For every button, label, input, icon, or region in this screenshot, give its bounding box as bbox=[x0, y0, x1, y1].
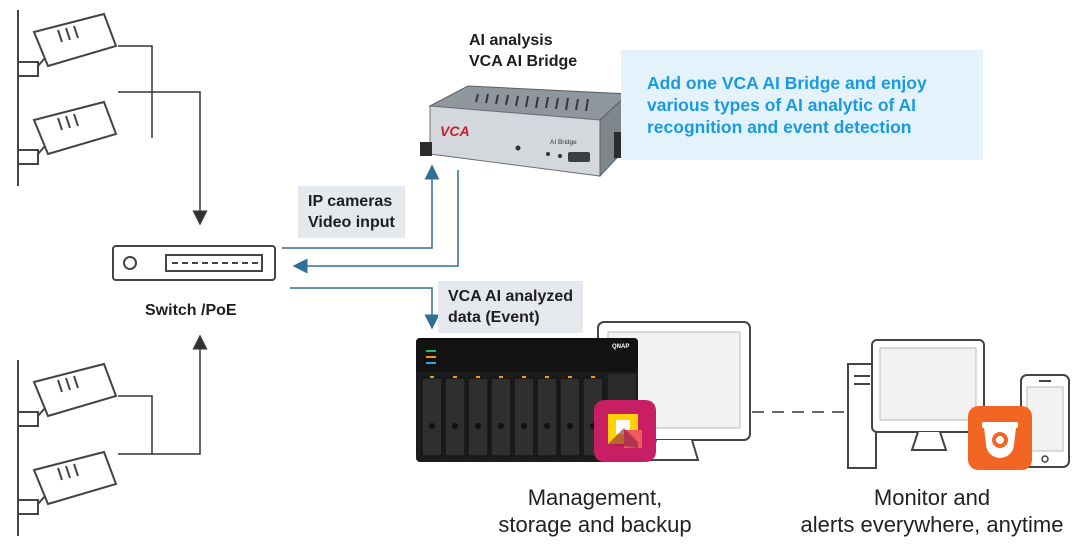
monitor-caption-line2: alerts everywhere, anytime bbox=[800, 512, 1064, 537]
vca-ai-bridge-device: AI Bridge VCA bbox=[420, 85, 632, 178]
video-input-label: IP cameras Video input bbox=[298, 186, 405, 238]
bridge-model-label: AI Bridge bbox=[550, 139, 577, 146]
monitor-caption: Monitor and alerts everywhere, anytime bbox=[782, 484, 1082, 538]
switch-poe-icon bbox=[112, 245, 276, 281]
bottom-cameras-connector bbox=[118, 395, 153, 455]
bottom-cameras-connector-2 bbox=[152, 334, 208, 455]
surveillance-app-icon bbox=[968, 406, 1032, 470]
qnap-brand-text: QNAP bbox=[612, 344, 629, 350]
vca-logo-text: VCA bbox=[440, 123, 470, 139]
management-caption-line1: Management, bbox=[527, 485, 663, 510]
top-cameras-connector-2 bbox=[118, 91, 208, 226]
analyzed-data-arrow bbox=[290, 287, 440, 330]
monitor-caption-line1: Monitor and bbox=[873, 485, 991, 510]
desktop-pc-icon bbox=[847, 339, 985, 469]
callout-line3: recognition and event detection bbox=[647, 117, 912, 137]
qnap-nas-device: QNAP bbox=[416, 338, 638, 462]
video-input-text: Video input bbox=[308, 214, 395, 231]
top-cameras-connector bbox=[118, 45, 153, 138]
callout-line1: Add one VCA AI Bridge and enjoy bbox=[647, 73, 927, 93]
qvr-app-icon bbox=[594, 400, 656, 462]
bridge-return-arrow bbox=[292, 170, 459, 274]
video-input-arrow bbox=[282, 164, 440, 249]
analyzed-text: VCA AI analyzed bbox=[448, 288, 574, 305]
event-data-text: data (Event) bbox=[448, 309, 540, 326]
ip-camera-icon bbox=[17, 98, 118, 186]
management-caption: Management, storage and backup bbox=[480, 484, 710, 538]
switch-label: Switch /PoE bbox=[145, 302, 237, 319]
bridge-title-line1: AI analysis bbox=[469, 32, 553, 49]
smartphone-icon bbox=[1020, 374, 1070, 468]
ai-bridge-callout: Add one VCA AI Bridge and enjoy various … bbox=[621, 50, 983, 160]
management-caption-line2: storage and backup bbox=[498, 512, 692, 537]
bridge-title-line2: VCA AI Bridge bbox=[469, 53, 578, 70]
analyzed-data-label: VCA AI analyzed data (Event) bbox=[438, 281, 584, 333]
ip-camera-icon bbox=[17, 360, 118, 448]
ip-camera-icon bbox=[17, 10, 118, 98]
ip-camera-icon bbox=[17, 448, 118, 536]
ip-cameras-text: IP cameras bbox=[308, 193, 393, 210]
callout-line2: various types of AI analytic of AI bbox=[647, 95, 917, 115]
